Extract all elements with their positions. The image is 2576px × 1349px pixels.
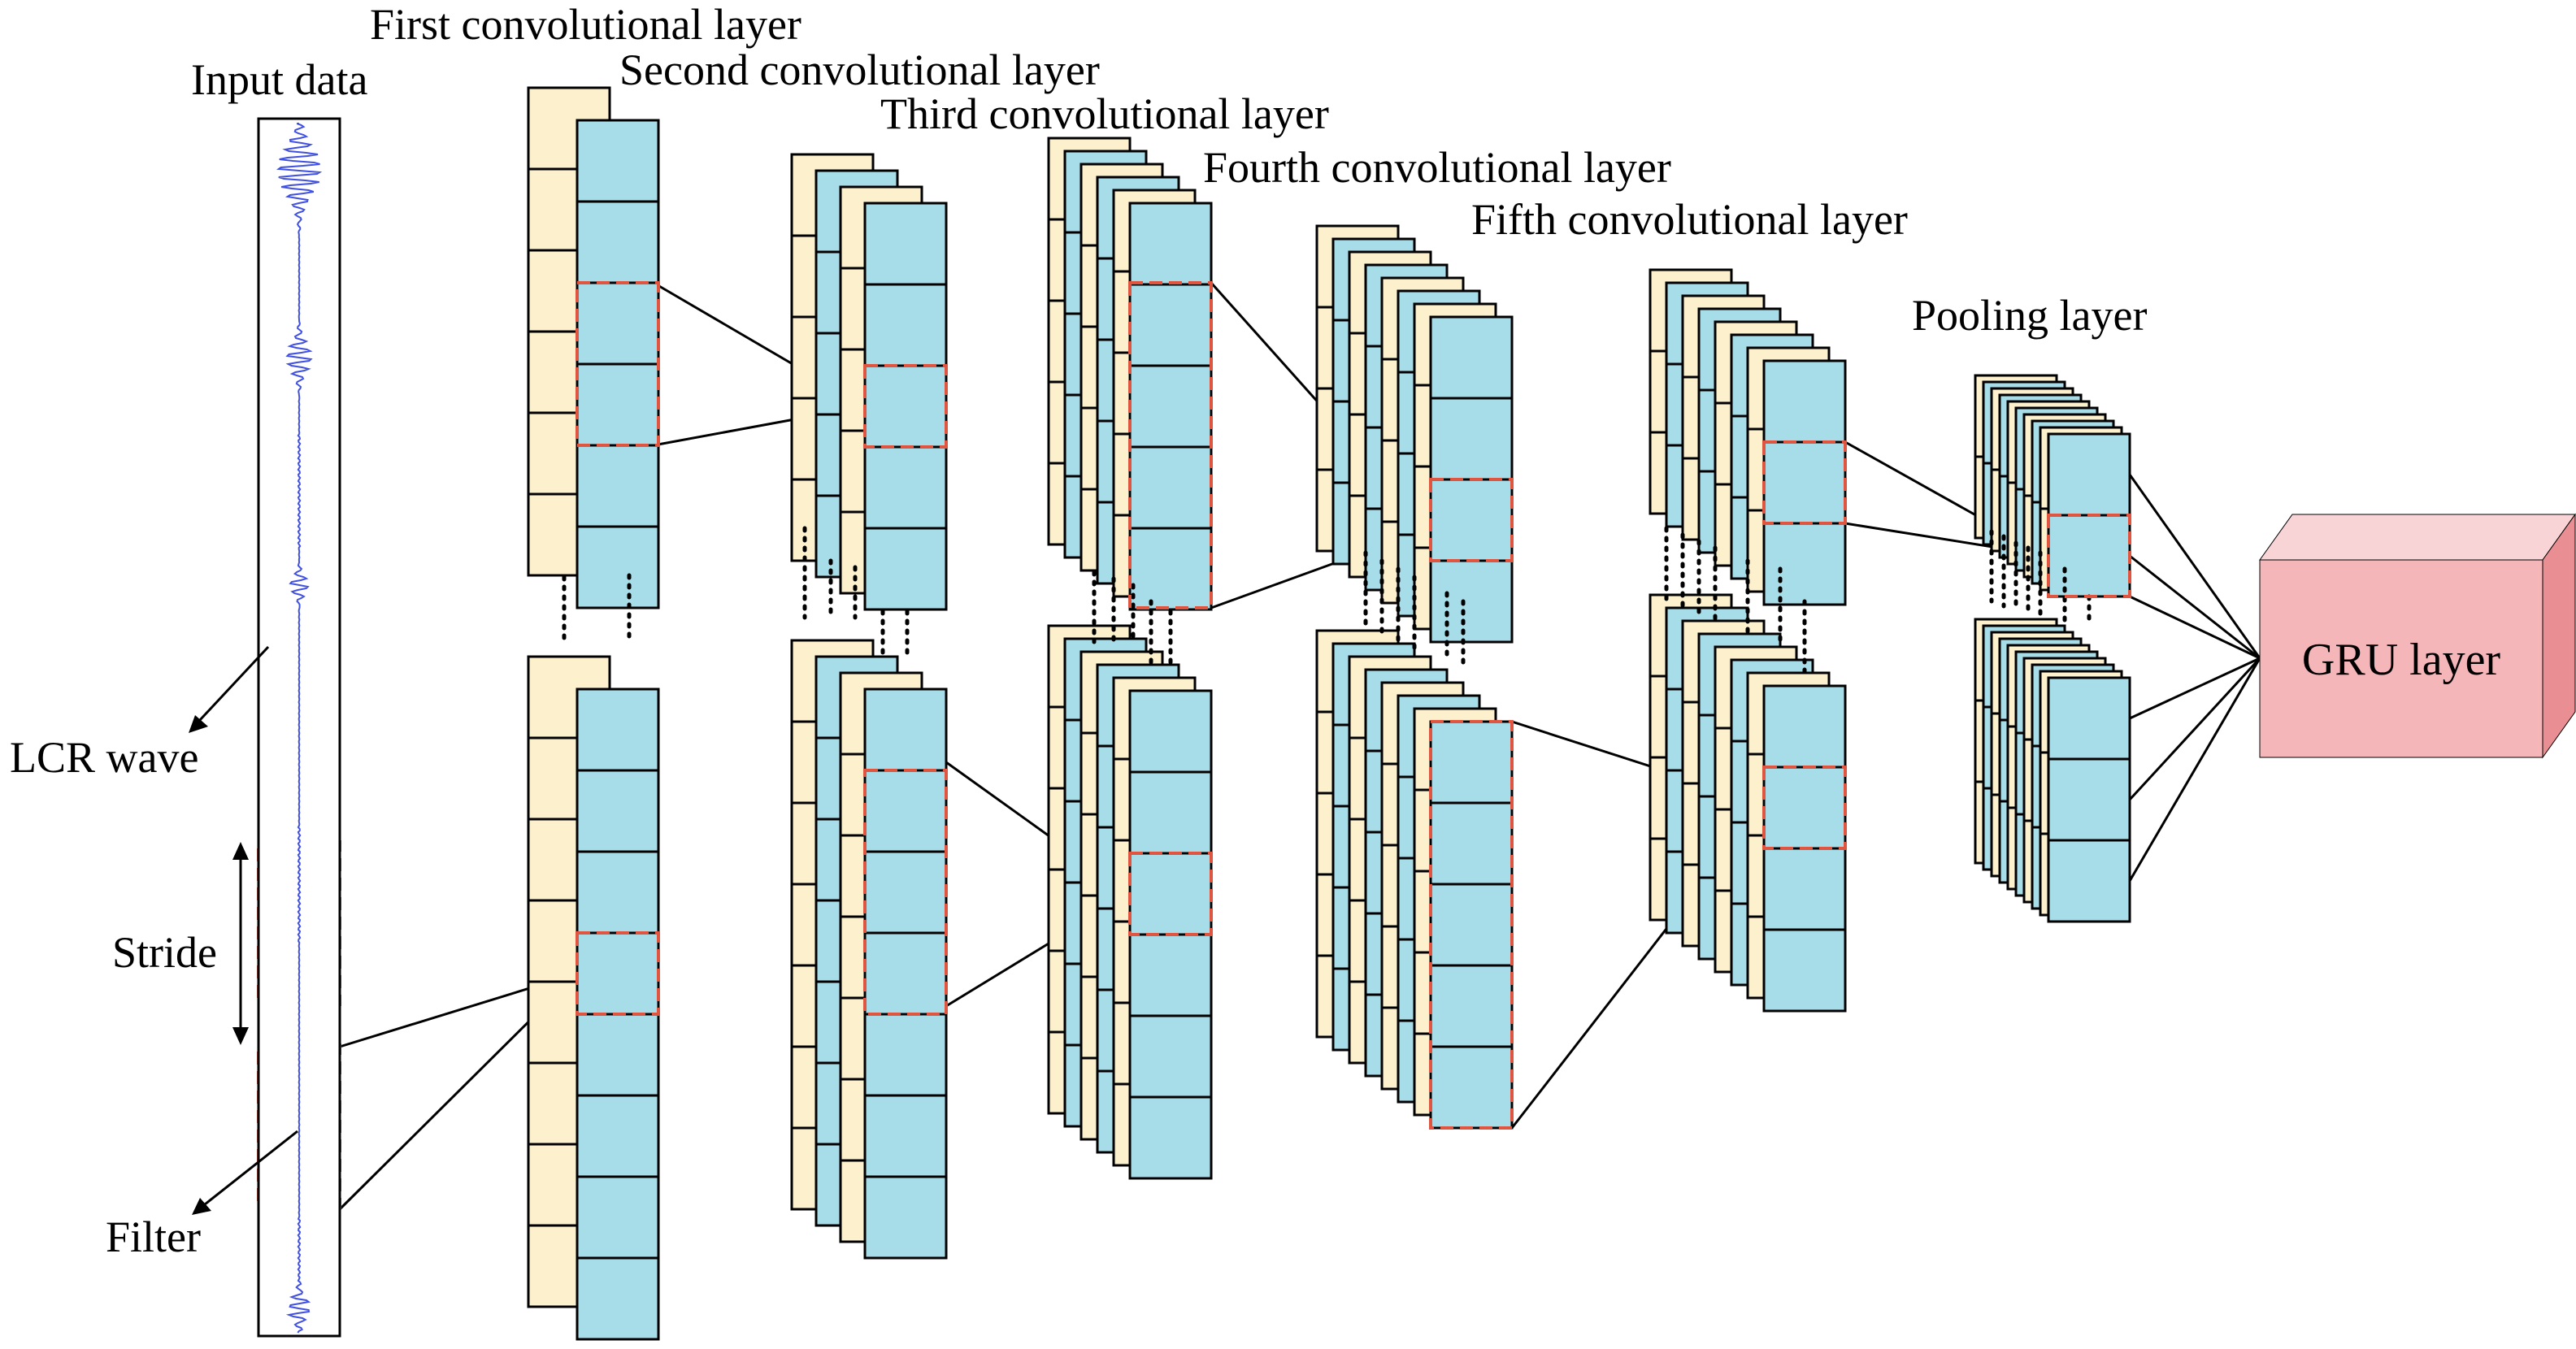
filter-window	[576, 931, 660, 1016]
feature-map	[1429, 720, 1514, 1130]
filter-window	[863, 364, 948, 449]
filter-window	[1429, 720, 1514, 1130]
stride-arrowhead-bottom	[232, 1027, 249, 1045]
label-first-conv: First convolutional layer	[370, 0, 801, 49]
conv2-upper-stack	[790, 153, 948, 611]
connector-line	[2129, 554, 2261, 660]
conv2-lower-map	[863, 688, 948, 1260]
connector-line	[2129, 657, 2261, 720]
label-stride: Stride	[112, 928, 217, 977]
filter-window	[1762, 766, 1847, 850]
conv5-upper-map	[1762, 359, 1847, 606]
filter-window	[863, 769, 948, 1016]
label-fifth-conv: Fifth convolutional layer	[1471, 195, 1908, 244]
connector-line	[2128, 657, 2261, 801]
conv4-lower-stack	[1315, 629, 1514, 1130]
conv2-upper-map	[863, 202, 948, 611]
feature-map	[1128, 202, 1213, 611]
continuation-dots	[562, 526, 2092, 677]
filter-window	[1762, 440, 1847, 525]
lcr-wave-pointer	[198, 645, 270, 722]
gru-layer-block	[2259, 513, 2576, 759]
feature-map	[2047, 676, 2131, 923]
filter-pointer	[204, 1130, 298, 1206]
pool-upper-stack	[1974, 374, 2131, 598]
label-filter: Filter	[106, 1212, 201, 1261]
seismic-waveform	[276, 123, 323, 1334]
conv1-upper-stack	[527, 86, 660, 609]
label-second-conv: Second convolutional layer	[619, 46, 1100, 94]
conv1-upper-map	[576, 119, 660, 609]
gru-block-top	[2259, 514, 2576, 561]
conv3-upper-stack	[1047, 137, 1213, 611]
label-pooling: Pooling layer	[1912, 291, 2147, 340]
connector-line	[2128, 474, 2261, 659]
filter-window	[1429, 478, 1514, 562]
feature-map-stacks	[527, 86, 2131, 1341]
conv1-lower-stack	[527, 655, 660, 1341]
filter-window	[1128, 852, 1213, 936]
stride-arrowhead-top	[232, 842, 249, 860]
conv3-upper-map	[1128, 202, 1213, 611]
conv5-upper-stack	[1649, 268, 1847, 606]
label-input-data: Input data	[191, 55, 367, 104]
connector-line	[2128, 657, 2261, 882]
feature-map	[863, 202, 948, 611]
lcr-wave-arrowhead	[189, 715, 208, 733]
conv4-lower-map	[1429, 720, 1514, 1130]
label-gru: GRU layer	[2302, 635, 2501, 685]
pool-lower-map	[2047, 676, 2131, 923]
feature-map	[863, 688, 948, 1260]
filter-arrowhead	[192, 1198, 211, 1215]
gru-block-front	[2259, 559, 2543, 758]
filter-window	[2047, 514, 2131, 598]
label-fourth-conv: Fourth convolutional layer	[1203, 143, 1671, 192]
connector-line	[2129, 595, 2261, 660]
label-lcr-wave: LCR wave	[10, 733, 198, 782]
label-third-conv: Third convolutional layer	[880, 89, 1329, 138]
pool-lower-stack	[1974, 618, 2131, 923]
filter-window	[1128, 281, 1213, 609]
feature-map	[1762, 359, 1847, 606]
conv2-lower-stack	[790, 639, 948, 1260]
conv5-lower-stack	[1649, 593, 1847, 1013]
filter-window	[576, 281, 660, 447]
